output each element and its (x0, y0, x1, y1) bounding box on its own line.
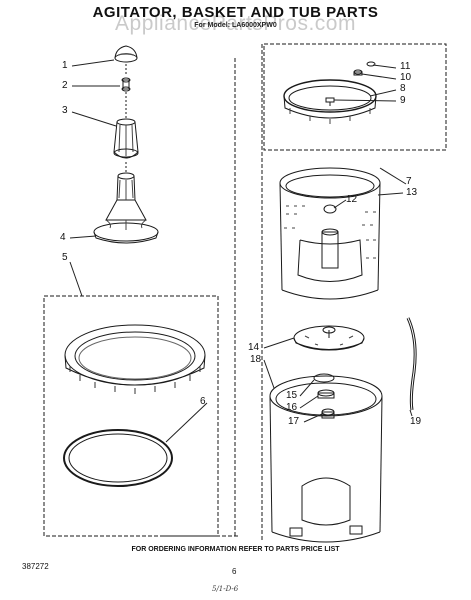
callout-10: 10 (400, 72, 412, 83)
callout-6: 6 (200, 396, 206, 407)
part-10-nut (353, 69, 363, 76)
part-8-balance-ring (283, 79, 377, 124)
part-2-fitting (121, 64, 131, 92)
callout-18: 18 (250, 354, 262, 365)
diagram-title: AGITATOR, BASKET AND TUB PARTS (92, 4, 379, 21)
callout-1: 1 (62, 60, 68, 71)
model-subtitle: For Model: LA6000XPW0 (194, 22, 277, 29)
callout-3: 3 (62, 105, 68, 116)
group-box-5 (43, 295, 219, 537)
part-9-clip (325, 97, 335, 106)
callout-19: 19 (410, 416, 422, 427)
callout-15: 15 (286, 390, 298, 401)
document-number: 387272 (22, 562, 49, 571)
part-15-tub-seal (313, 373, 335, 383)
part-14-drive-hub (293, 325, 365, 351)
callout-17: 17 (288, 416, 300, 427)
callout-13: 13 (406, 187, 418, 198)
page-number: 6 (232, 567, 237, 576)
callout-11: 11 (400, 61, 411, 72)
callout-14: 14 (248, 342, 260, 353)
handwritten-note: 5/1-D-6 (212, 585, 239, 593)
part-1-agitator-cap (114, 45, 138, 63)
callout-12: 12 (346, 194, 358, 205)
part-3-agitator-barrel (113, 92, 139, 159)
part-6-tub-seal (63, 429, 173, 487)
callout-8: 8 (400, 83, 406, 94)
watermark: AppliancePartsPros.com (115, 12, 356, 35)
part-11-washer (366, 61, 376, 67)
group-box-8-11 (263, 43, 447, 151)
callout-7: 7 (406, 176, 412, 187)
callout-9: 9 (400, 95, 406, 106)
leader-lines (69, 59, 413, 443)
part-18-outer-tub (269, 375, 383, 543)
part-16-bearing (317, 389, 335, 399)
callout-2: 2 (62, 80, 68, 91)
callout-5: 5 (62, 252, 68, 263)
part-17-seal-cap (321, 408, 335, 419)
part-5-tub-ring (64, 324, 206, 394)
part-13-wash-basket (279, 167, 381, 300)
callout-16: 16 (286, 402, 298, 413)
part-19-drain-hose (406, 317, 417, 411)
part-4-agitator-base (93, 162, 159, 244)
ordering-information-note: FOR ORDERING INFORMATION REFER TO PARTS … (131, 546, 340, 553)
callout-4: 4 (60, 232, 66, 243)
